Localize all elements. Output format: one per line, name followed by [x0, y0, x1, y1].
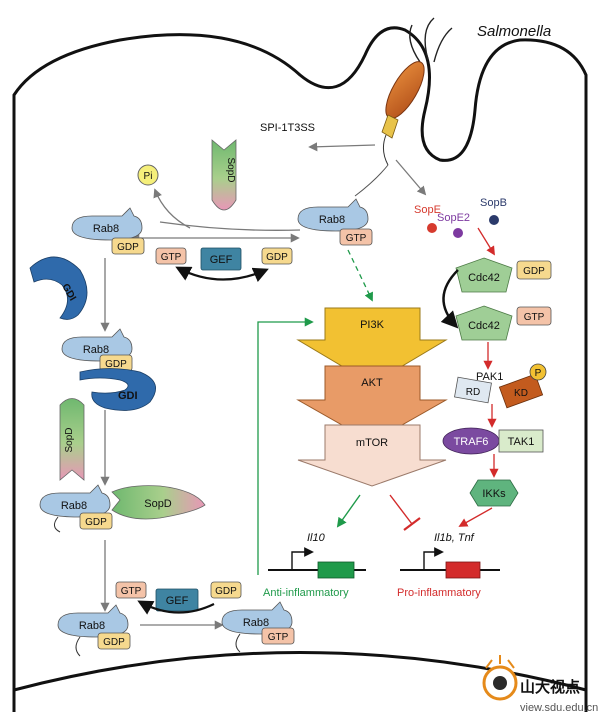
rab8-gdp-sopd-complex: Rab8 GDP SopD [39, 484, 206, 533]
rab8-to-pi3k-arrow [347, 249, 373, 302]
gtp-label: GTP [524, 312, 545, 323]
watermark-cn: 山大视点 [520, 678, 580, 696]
gdp-label: GDP [85, 517, 107, 528]
il10-label: Il10 [307, 532, 326, 544]
hydrolysis-curve [159, 221, 301, 231]
gef-exchange-top: GTP GEF GDP [155, 247, 293, 282]
il10-gene [268, 547, 366, 579]
rab8-gtp-bottom: Rab8 GTP [221, 601, 295, 653]
sopd-top-shape [211, 139, 237, 211]
rab8-label: Rab8 [93, 223, 119, 235]
pro-gene [400, 547, 500, 579]
sopd-left-label: SopD [64, 427, 75, 452]
traf6: TRAF6 [442, 427, 500, 455]
pak1-rd: RD [454, 376, 492, 404]
sopd-label: SopD [144, 498, 172, 510]
gdp-label: GDP [523, 266, 545, 277]
gdi-top-shape [29, 256, 88, 320]
pak1-label: PAK1 [476, 371, 503, 383]
pi3k-label: PI3K [360, 319, 385, 331]
gdi-label: GDI [118, 390, 138, 402]
sopb-dot [489, 215, 499, 225]
akt-arrow: AKT [296, 365, 448, 443]
gdp-label: GDP [105, 359, 127, 370]
pro-inflammatory-label: Pro-inflammatory [397, 587, 481, 599]
sope2-label: SopE2 [437, 212, 470, 224]
ikks-to-pro-arrow [458, 507, 493, 527]
gef-label: GEF [210, 254, 233, 266]
salmonella-label: Salmonella [477, 23, 551, 40]
ikks: IKKs [469, 479, 519, 507]
rab8-label: Rab8 [319, 214, 345, 226]
rab8-label: Rab8 [243, 617, 269, 629]
rab8-gdp-gdi-complex: Rab8 GDP GDI [61, 328, 157, 411]
pi3k-arrow: PI3K [296, 307, 448, 385]
cdc42-cycle-arrow [440, 269, 459, 329]
spi-arrow [308, 142, 376, 152]
gtp-label: GTP [161, 252, 182, 263]
sope-dot [427, 223, 437, 233]
tak1: TAK1 [498, 429, 544, 453]
rab8-gtp-top: Rab8 GTP [297, 198, 373, 246]
cdc42-label: Cdc42 [468, 272, 500, 284]
rab8-label: Rab8 [61, 500, 87, 512]
rab8-gdp-bottom: Rab8 GDP [57, 604, 131, 657]
pi-label: Pi [144, 171, 153, 182]
watermark-logo [482, 655, 518, 701]
gef-exchange-bottom: GTP GEF GDP [115, 581, 242, 615]
gtp-label: GTP [346, 233, 367, 244]
rab8-label: Rab8 [79, 620, 105, 632]
injection-line [354, 164, 389, 197]
rd-label: RD [466, 387, 480, 398]
gdp-label: GDP [215, 586, 237, 597]
gdp-label: GDP [103, 637, 125, 648]
tak1-label: TAK1 [508, 436, 535, 448]
sope-to-cdc42-arrow [477, 227, 495, 256]
phospho-circle [529, 363, 547, 381]
anti-feedback-line [257, 317, 314, 575]
gtp-label: GTP [268, 632, 289, 643]
traf6-label: TRAF6 [454, 436, 489, 448]
rab8-label: Rab8 [83, 344, 109, 356]
sopd-left-shape [59, 398, 85, 481]
gtp-label: GTP [121, 586, 142, 597]
gdp-label: GDP [117, 242, 139, 253]
ikks-label: IKKs [482, 488, 506, 500]
akt-label: AKT [361, 377, 383, 389]
mtor-label: mTOR [356, 437, 388, 449]
salmonella-bacterium [381, 17, 453, 166]
cdc42-gtp: Cdc42 GTP [455, 305, 552, 341]
pi-circle [137, 164, 159, 186]
sopd-top-label: SopD [225, 157, 236, 182]
watermark-url: view.sdu.edu.cn [520, 702, 598, 714]
pi-release-arrow [153, 188, 191, 229]
phospho-label: P [535, 368, 542, 379]
rab8-gdp-top: Rab8 GDP [71, 207, 145, 255]
pak1-kd: KD [498, 373, 544, 409]
sopb-label: SopB [480, 197, 507, 209]
mtor-to-il10-arrow [336, 494, 361, 528]
gef-label: GEF [166, 595, 189, 607]
cell-membrane [12, 26, 588, 712]
cdc42-gdp: Cdc42 GDP [455, 257, 552, 293]
anti-inflammatory-label: Anti-inflammatory [263, 587, 349, 599]
kd-label: KD [514, 388, 528, 399]
cdc42-label: Cdc42 [468, 320, 500, 332]
effector-arrow [395, 159, 427, 196]
sope2-dot [453, 228, 463, 238]
spi-label: SPI-1T3SS [260, 122, 315, 134]
gdp-label: GDP [266, 252, 288, 263]
mtor-inhibit-pro [389, 494, 421, 531]
il1b-tnf-label: Il1b, Tnf [434, 532, 475, 544]
mtor-arrow: mTOR [297, 424, 447, 487]
sope-label: SopE [414, 204, 441, 216]
